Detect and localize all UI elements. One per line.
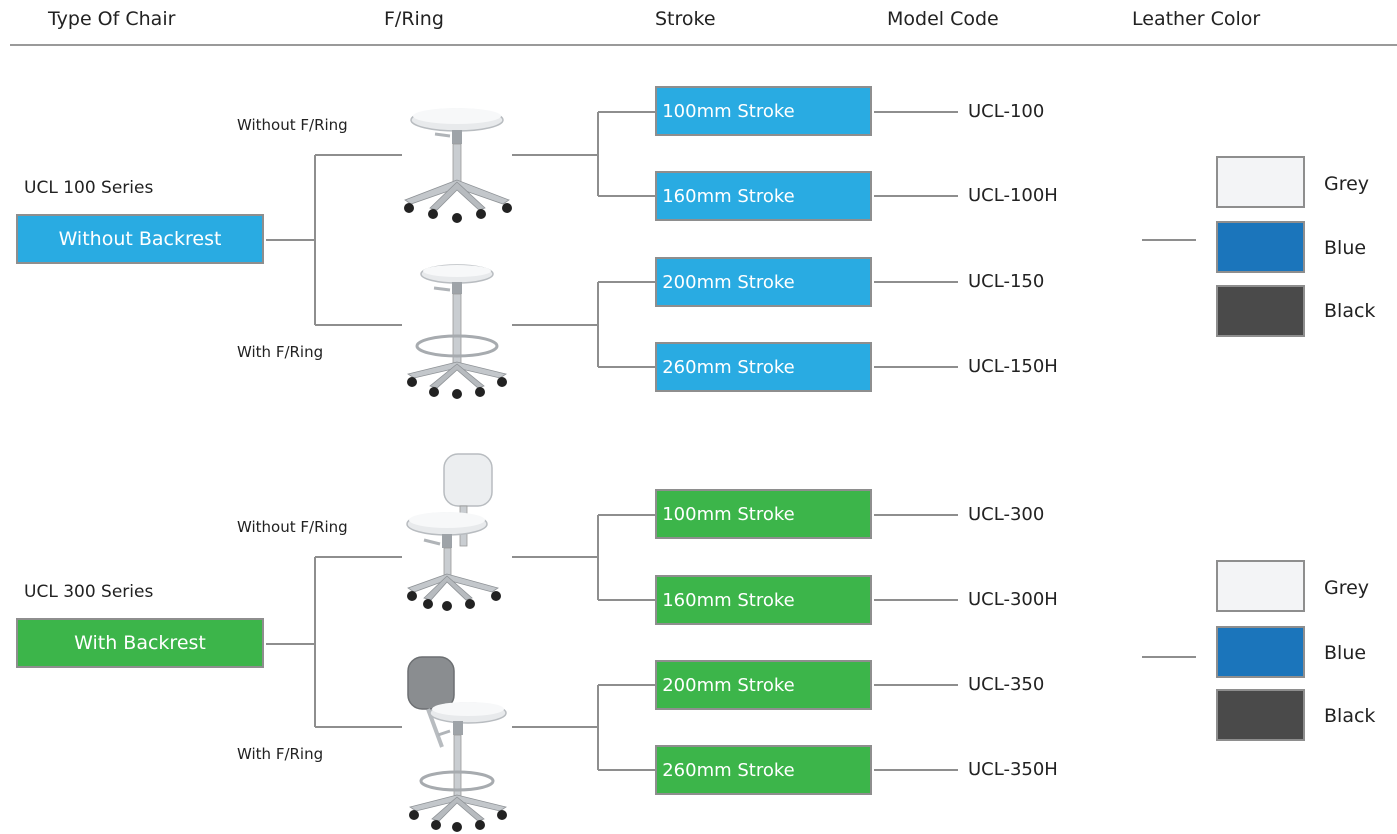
stool-with-ring-image bbox=[407, 264, 507, 399]
stroke-label: 260mm Stroke bbox=[662, 759, 795, 781]
model-code-ucl-300h: UCL-300H bbox=[968, 589, 1058, 610]
model-code-ucl-100: UCL-100 bbox=[968, 101, 1045, 122]
leather-name-blue: Blue bbox=[1324, 237, 1367, 259]
header-f-ring: F/Ring bbox=[384, 8, 444, 30]
series-label-ucl100: UCL 100 Series bbox=[24, 178, 154, 198]
leather-name-black: Black bbox=[1324, 705, 1376, 727]
stroke-box-160mm: 160mm Stroke bbox=[655, 575, 872, 625]
stroke-label: 260mm Stroke bbox=[662, 356, 795, 378]
model-code-ucl-350h: UCL-350H bbox=[968, 759, 1058, 780]
header-divider bbox=[10, 44, 1397, 46]
leather-swatch-blue bbox=[1216, 626, 1305, 678]
header-type-of-chair: Type Of Chair bbox=[48, 8, 176, 30]
stroke-label: 100mm Stroke bbox=[662, 100, 795, 122]
type-box-label: With Backrest bbox=[74, 632, 206, 654]
leather-swatch-grey bbox=[1216, 156, 1305, 208]
stroke-label: 200mm Stroke bbox=[662, 271, 795, 293]
stroke-box-260mm: 260mm Stroke bbox=[655, 342, 872, 392]
leather-name-grey: Grey bbox=[1324, 173, 1370, 195]
model-code-ucl-150: UCL-150 bbox=[968, 271, 1045, 292]
leather-swatch-grey bbox=[1216, 560, 1305, 612]
leather-swatch-black bbox=[1216, 689, 1305, 741]
model-code-ucl-150h: UCL-150H bbox=[968, 356, 1058, 377]
stroke-label: 200mm Stroke bbox=[662, 674, 795, 696]
header-model-code: Model Code bbox=[887, 8, 999, 30]
stroke-box-100mm: 100mm Stroke bbox=[655, 489, 872, 539]
stroke-box-200mm: 200mm Stroke bbox=[655, 257, 872, 307]
stroke-box-100mm: 100mm Stroke bbox=[655, 86, 872, 136]
leather-name-black: Black bbox=[1324, 300, 1376, 322]
header-leather-color: Leather Color bbox=[1132, 8, 1261, 30]
leather-swatch-blue bbox=[1216, 221, 1305, 273]
model-code-ucl-300: UCL-300 bbox=[968, 504, 1045, 525]
ring-label-without: Without F/Ring bbox=[237, 518, 348, 536]
ring-label-without: Without F/Ring bbox=[237, 116, 348, 134]
ring-label-with: With F/Ring bbox=[237, 343, 324, 361]
stool-without-ring-image bbox=[404, 108, 512, 223]
stroke-box-260mm: 260mm Stroke bbox=[655, 745, 872, 795]
stroke-label: 160mm Stroke bbox=[662, 589, 795, 611]
stroke-label: 160mm Stroke bbox=[662, 185, 795, 207]
leather-name-grey: Grey bbox=[1324, 577, 1370, 599]
series-label-ucl300: UCL 300 Series bbox=[24, 582, 154, 602]
leather-name-blue: Blue bbox=[1324, 642, 1367, 664]
stroke-label: 100mm Stroke bbox=[662, 503, 795, 525]
type-box-label: Without Backrest bbox=[58, 228, 222, 250]
ring-label-with: With F/Ring bbox=[237, 745, 324, 763]
type-box-with-backrest: With Backrest bbox=[16, 618, 264, 668]
header-stroke: Stroke bbox=[655, 8, 716, 30]
stroke-box-160mm: 160mm Stroke bbox=[655, 171, 872, 221]
leather-swatch-black bbox=[1216, 285, 1305, 337]
model-code-ucl-350: UCL-350 bbox=[968, 674, 1045, 695]
chair-without-ring-image bbox=[406, 453, 501, 611]
chair-with-ring-image bbox=[407, 656, 507, 832]
stroke-box-200mm: 200mm Stroke bbox=[655, 660, 872, 710]
model-code-ucl-100h: UCL-100H bbox=[968, 185, 1058, 206]
type-box-without-backrest: Without Backrest bbox=[16, 214, 264, 264]
